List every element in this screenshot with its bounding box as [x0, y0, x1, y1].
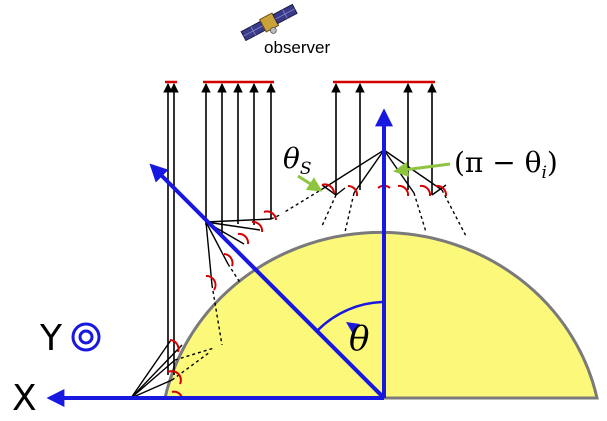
y-axis-symbol	[71, 322, 101, 352]
theta-s-pointer	[297, 174, 323, 192]
x-axis-label: X	[12, 378, 37, 419]
theta-label: θ	[349, 319, 369, 359]
scatter-fan-lower-left	[130, 339, 183, 399]
theta-s-label: θS	[283, 142, 312, 179]
observer-rays-left	[163, 83, 276, 375]
theta-arc	[317, 300, 385, 331]
theta-arc-arrowhead	[346, 322, 360, 334]
y-axis-label: Y	[39, 318, 63, 359]
pi-minus-theta-i-label: (π − θi)	[454, 146, 558, 183]
scatter-fan-top-dashed	[282, 187, 467, 237]
hemisphere	[163, 230, 599, 400]
satellite-icon	[240, 3, 298, 42]
pi-minus-theta-i-pointer	[393, 162, 451, 177]
scatter-fan-upper-left-dashed	[211, 213, 283, 346]
direction-vector	[149, 163, 386, 400]
observer-label: observer	[264, 38, 330, 57]
